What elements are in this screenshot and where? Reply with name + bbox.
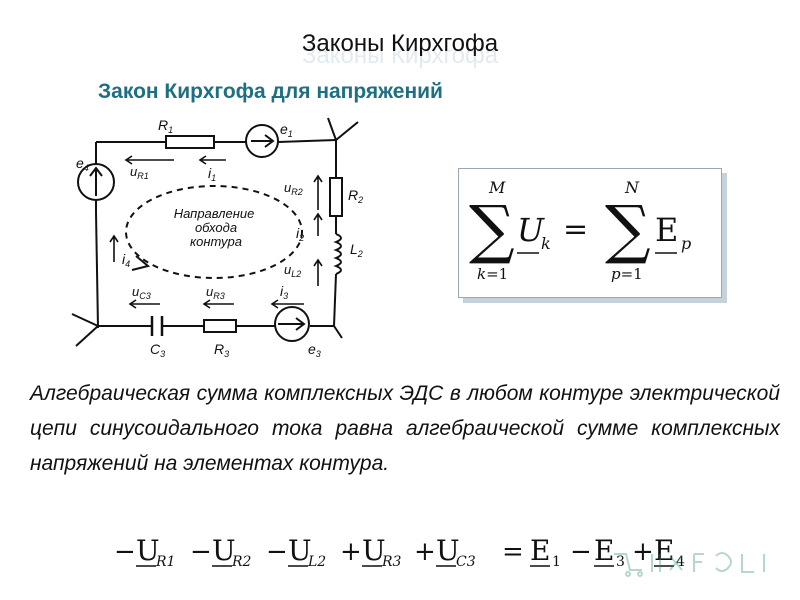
svg-text:3: 3 — [616, 554, 625, 570]
section-subtitle: Закон Кирхгофа для напряжений — [98, 80, 443, 103]
svg-text:R1: R1 — [158, 117, 173, 135]
svg-text:i3: i3 — [280, 283, 288, 301]
svg-text:k: k — [541, 234, 551, 253]
kvl-equation: − U R1 − U R2 − U L2 + U R3 + U C3 = E 1… — [114, 534, 685, 570]
svg-text:−: − — [190, 537, 212, 567]
svg-text:U: U — [436, 534, 460, 567]
svg-text:E: E — [655, 211, 678, 249]
svg-text:i1: i1 — [208, 165, 216, 183]
kvl-statement: Алгебраическая сумма комплексных ЭДС в л… — [30, 382, 780, 475]
svg-text:E: E — [594, 534, 614, 567]
loop-direction — [125, 185, 303, 279]
direction-line-1: Направление — [174, 206, 255, 221]
svg-text:M: M — [488, 178, 506, 197]
page-title: Законы Кирхгофа — [301, 30, 499, 57]
svg-text:p=1: p=1 — [611, 265, 643, 283]
inductor-l2 — [333, 233, 342, 275]
svg-text:L2: L2 — [350, 241, 363, 259]
svg-text:E: E — [530, 534, 550, 567]
node-stub — [327, 117, 337, 141]
direction-line-2: обхода — [195, 220, 237, 235]
svg-text:U: U — [136, 534, 160, 567]
kvl-formula: M ∑ k=1 U k = N ∑ p=1 E p — [469, 178, 691, 283]
svg-text:e1: e1 — [280, 121, 293, 139]
svg-text:U: U — [362, 534, 386, 567]
svg-text:N: N — [624, 178, 640, 197]
svg-text:+: + — [414, 537, 436, 567]
capacitor-c3 — [150, 316, 164, 336]
svg-text:E: E — [654, 534, 674, 567]
svg-text:R2: R2 — [348, 187, 363, 205]
svg-text:+: + — [632, 537, 654, 567]
direction-line-3: контура — [190, 234, 242, 249]
title-ghost: Законы Кирхгофа — [301, 42, 499, 69]
resistor-r2 — [329, 177, 343, 217]
formula-box: M ∑ k=1 U k = N ∑ p=1 E p — [458, 168, 722, 298]
svg-text:=: = — [502, 537, 524, 567]
svg-text:U: U — [212, 534, 236, 567]
svg-text:−: − — [570, 537, 592, 567]
circuit-diagram: R1 e1 e4 uR1 i1 uR2 R2 i2 L2 uL2 i4 uC3 … — [71, 117, 363, 359]
svg-text:e4: e4 — [76, 155, 89, 173]
svg-text:4: 4 — [676, 554, 685, 570]
svg-text:uR3: uR3 — [206, 284, 225, 301]
sum-icon-right: ∑ — [605, 193, 651, 267]
svg-text:−: − — [114, 537, 136, 567]
svg-text:−: − — [266, 537, 288, 567]
svg-text:R1: R1 — [155, 554, 175, 570]
svg-text:1: 1 — [552, 554, 561, 570]
svg-text:R2: R2 — [231, 554, 252, 570]
svg-text:uR2: uR2 — [284, 180, 303, 197]
svg-text:p: p — [681, 234, 691, 253]
svg-text:=: = — [563, 212, 588, 247]
svg-text:i2: i2 — [296, 225, 304, 243]
svg-text:R3: R3 — [381, 554, 402, 570]
svg-text:C3: C3 — [456, 554, 476, 570]
svg-text:U: U — [288, 534, 312, 567]
svg-text:i4: i4 — [122, 251, 130, 269]
svg-text:uC3: uC3 — [132, 284, 151, 301]
svg-text:C3: C3 — [150, 341, 165, 359]
svg-text:L2: L2 — [307, 554, 326, 570]
svg-text:uL2: uL2 — [284, 262, 301, 279]
svg-text:+: + — [340, 537, 362, 567]
watermark-logo — [614, 552, 765, 577]
sum-icon-left: ∑ — [469, 193, 515, 267]
resistor-r3 — [203, 319, 237, 333]
svg-text:e3: e3 — [308, 341, 321, 359]
svg-text:R3: R3 — [214, 341, 229, 359]
svg-text:k=1: k=1 — [477, 265, 508, 283]
svg-text:U: U — [517, 211, 545, 249]
svg-text:uR1: uR1 — [130, 164, 149, 181]
resistor-r1 — [165, 135, 215, 149]
